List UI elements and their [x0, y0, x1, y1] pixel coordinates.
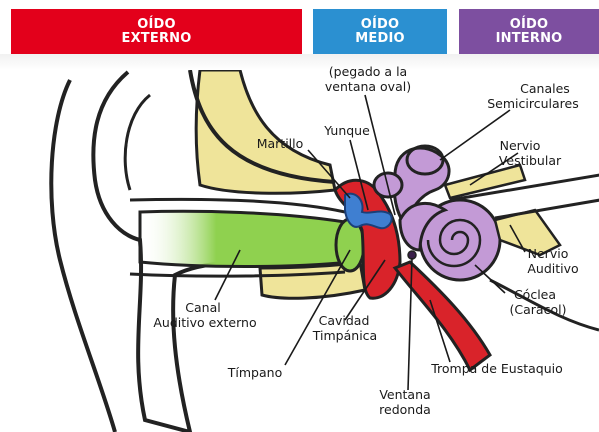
label-canales-line2: Semicirculares	[487, 96, 578, 111]
label-ventana-line2: redonda	[379, 402, 431, 417]
pinna-helix	[51, 80, 115, 432]
label-cavidad-line2: Timpánica	[312, 328, 377, 343]
label-estribo-line1: (pegado a la	[329, 64, 407, 79]
label-estribo-line2: ventana oval)	[325, 79, 411, 94]
ear-canal	[140, 211, 358, 266]
round-window	[408, 251, 416, 259]
label-timpano: Tímpano	[227, 365, 282, 380]
nerve-line-2	[495, 200, 599, 218]
label-martillo: Martillo	[257, 136, 304, 151]
label-trompa: Trompa de Eustaquio	[430, 361, 563, 376]
label-coclea-line2: (Caracol)	[510, 302, 567, 317]
label-coclea-line1: Cóclea	[514, 287, 556, 302]
label-ventana-line1: Ventana	[379, 387, 430, 402]
label-auditivo-line2: Auditivo	[527, 261, 578, 276]
label-yunque: Yunque	[323, 123, 370, 138]
upper-bone-region	[196, 70, 335, 193]
label-cavidad-line1: Cavidad	[319, 313, 370, 328]
label-vestibular-line1: Nervio	[500, 138, 541, 153]
label-canal-line2: Auditivo externo	[153, 315, 256, 330]
leader-coclea	[475, 265, 505, 293]
label-canal-line1: Canal	[185, 300, 220, 315]
pinna-inner	[125, 95, 150, 190]
label-canales-line1: Canales	[520, 81, 570, 96]
label-auditivo-line1: Nervio	[528, 246, 569, 261]
label-vestibular-line2: Vestibular	[499, 153, 562, 168]
